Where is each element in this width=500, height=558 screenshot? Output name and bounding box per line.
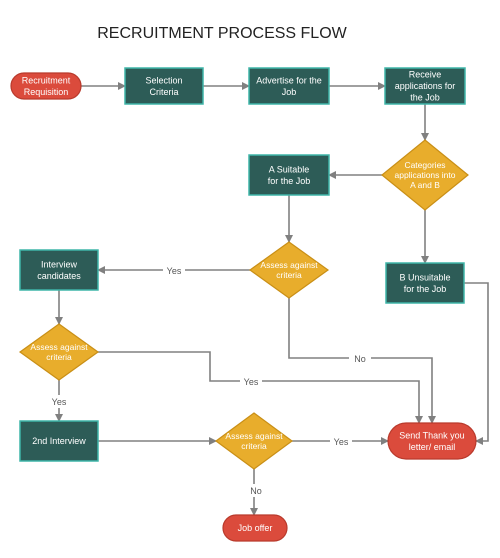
node-label-line: candidates xyxy=(37,271,81,281)
edge-label-bg-no_2 xyxy=(245,484,267,497)
node-label-line: applications for xyxy=(395,81,456,91)
node-b-unsuitable: B Unsuitable for the Job xyxy=(385,262,465,304)
node-label-line: criteria xyxy=(241,441,267,451)
node-thank-you: Send Thank you letter/ email xyxy=(387,422,477,460)
node-label-line: Assess against xyxy=(225,431,283,441)
node-label-line: Criteria xyxy=(149,87,178,97)
node-label-line: Advertise for the xyxy=(256,75,322,85)
node-label-line: Job offer xyxy=(238,523,273,533)
node-label-line: applications into xyxy=(395,170,456,180)
terminal-pill xyxy=(222,514,288,542)
node-label-line: Interview xyxy=(41,259,78,269)
edge-b-unsuitable-to-thank-you xyxy=(464,282,489,445)
node-label-line: Receive xyxy=(409,70,442,80)
process-box xyxy=(384,67,466,105)
node-label-line: Job xyxy=(282,87,297,97)
edge-assess-2-yes-to-thank-you xyxy=(98,351,423,424)
node-label-line: Send Thank you xyxy=(399,430,464,440)
node-label-line: criteria xyxy=(46,352,72,362)
edge-label-bg-yes_2 xyxy=(240,375,262,388)
terminal-pill xyxy=(387,422,477,460)
edge-label-yes_2: Yes xyxy=(244,377,259,387)
decision-diamond xyxy=(248,241,330,299)
node-label-line: Selection xyxy=(145,75,182,85)
node-label-line: Categories xyxy=(404,160,445,170)
edge-label-no_1: No xyxy=(354,354,366,364)
node-label-line: for the Job xyxy=(268,176,311,186)
node-interview-candidates: Interview candidates xyxy=(19,249,99,291)
process-box xyxy=(124,67,204,105)
edge-label-yes_3: Yes xyxy=(52,397,67,407)
diagram-title: RECRUITMENT PROCESS FLOW xyxy=(97,25,347,42)
flow-nodes: RecruitmentRequisitionSelectionCriteriaA… xyxy=(10,67,477,542)
node-label-line: 2nd Interview xyxy=(32,436,86,446)
edge-label-bg-yes_1 xyxy=(163,264,185,277)
terminal-pill xyxy=(10,72,82,100)
edge-label-yes_1: Yes xyxy=(167,266,182,276)
edge-label-bg-yes_4 xyxy=(330,435,352,448)
node-second-interview: 2nd Interview xyxy=(19,420,99,462)
process-box xyxy=(19,249,99,291)
decision-diamond xyxy=(18,323,100,381)
node-a-suitable: A Suitable for the Job xyxy=(248,154,330,196)
decision-diamond xyxy=(214,412,294,470)
node-label-line: A and B xyxy=(410,180,440,190)
node-label-line: Requisition xyxy=(24,87,69,97)
node-label-line: letter/ email xyxy=(409,442,456,452)
node-job-offer: Job offer xyxy=(222,514,288,542)
node-label-line: Assess against xyxy=(260,260,318,270)
node-label-line: A Suitable xyxy=(269,164,310,174)
process-box xyxy=(19,420,99,462)
node-label-line: Assess against xyxy=(30,342,88,352)
node-label-line: B Unsuitable xyxy=(399,272,450,282)
process-box xyxy=(248,154,330,196)
edge-label-bg-no_1 xyxy=(349,352,371,365)
edge-label-bg-yes_3 xyxy=(48,395,70,408)
process-box xyxy=(248,67,330,105)
edge-label-no_2: No xyxy=(250,486,262,496)
process-box xyxy=(385,262,465,304)
edge-label-yes_4: Yes xyxy=(334,437,349,447)
node-label-line: Recruitment xyxy=(22,75,71,85)
node-label-line: the Job xyxy=(410,93,440,103)
node-label-line: criteria xyxy=(276,270,302,280)
node-label-line: for the Job xyxy=(404,284,447,294)
decision-diamond xyxy=(381,139,469,211)
